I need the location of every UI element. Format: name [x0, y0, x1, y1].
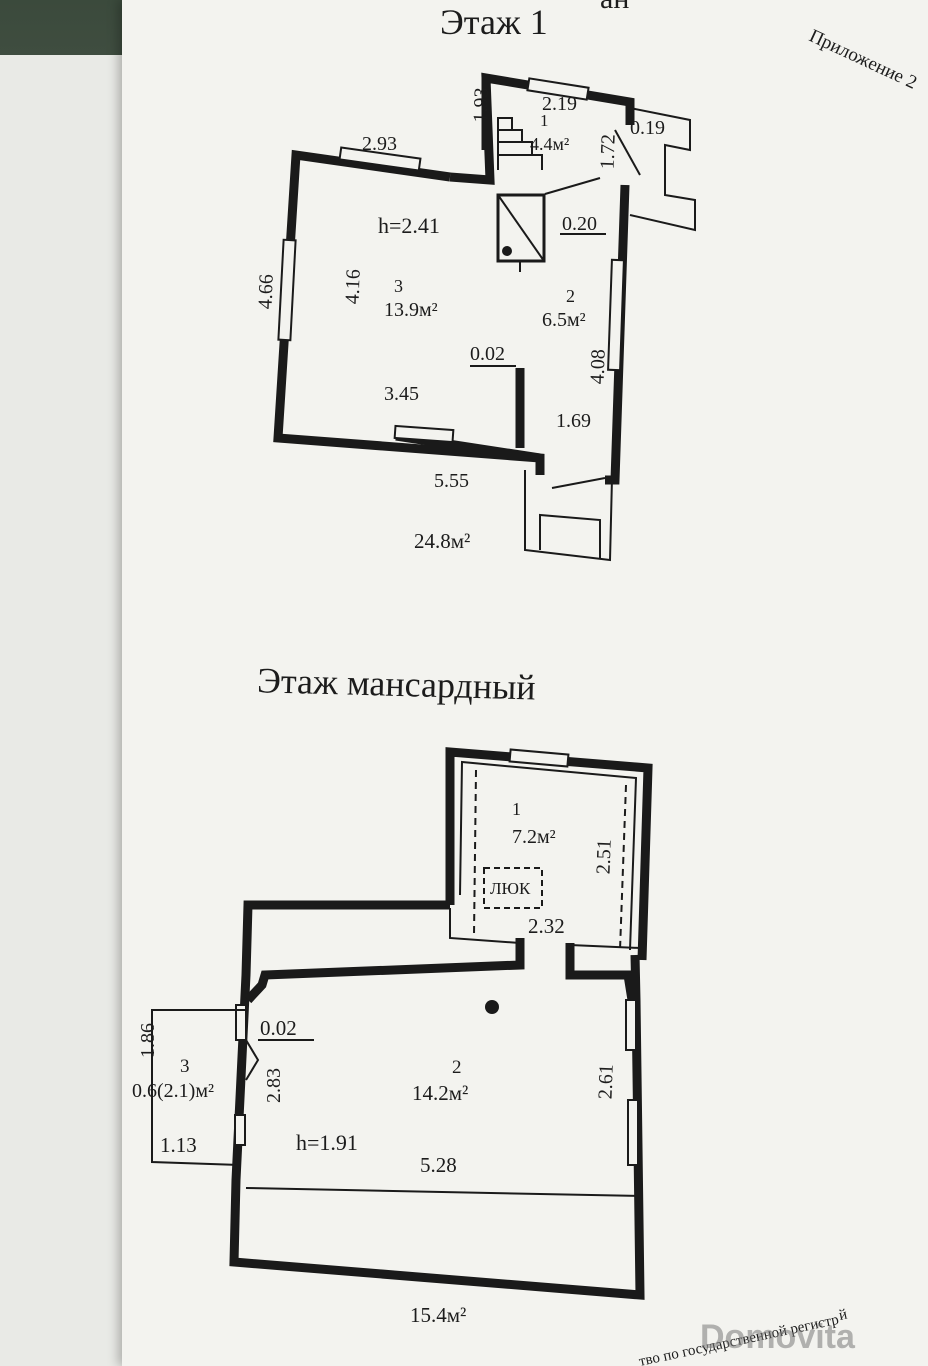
dim-2-32: 2.32 [528, 914, 565, 938]
attic-room2-number: 2 [452, 1057, 462, 1078]
watermark-logo: Domovita [700, 1318, 855, 1356]
dim-0-02-attic: 0.02 [260, 1016, 297, 1040]
attic-height: h=1.91 [296, 1130, 358, 1155]
footer-fragment-2: й [838, 1307, 849, 1324]
attic-title: Этаж мансардный [257, 660, 536, 707]
attic-room3-area: 0.6(2.1)м² [132, 1080, 214, 1102]
attic-plan [151, 747, 653, 1300]
floor1-plan [273, 72, 696, 562]
dim-2-61: 2.61 [595, 1064, 618, 1100]
dim-4-16: 4.16 [342, 269, 365, 305]
floor1-room2-area: 6.5м² [542, 309, 586, 331]
attic-room2-area: 14.2м² [412, 1081, 468, 1105]
attic-room3-number: 3 [180, 1056, 190, 1077]
dim-1-13: 1.13 [160, 1133, 197, 1157]
dim-2-83: 2.83 [263, 1068, 285, 1103]
dim-5-55: 5.55 [434, 470, 469, 492]
dim-1-72: 1.72 [597, 134, 620, 170]
dim-0-19: 0.19 [630, 117, 665, 139]
dim-4-66: 4.66 [255, 274, 278, 310]
attic-room1-area: 7.2м² [512, 826, 556, 848]
dim-0-20: 0.20 [562, 213, 597, 235]
dim-2-51: 2.51 [593, 839, 616, 875]
dim-3-45: 3.45 [384, 383, 419, 405]
appendix-label: Приложение 2 [806, 25, 920, 93]
floor1-room2-number: 2 [566, 286, 575, 306]
dim-1-86: 1.86 [137, 1023, 159, 1058]
dim-0-02-floor1: 0.02 [470, 343, 505, 365]
floor1-total-area: 24.8м² [414, 529, 470, 553]
floor1-room3-area: 13.9м² [384, 299, 438, 321]
attic-room1-number: 1 [512, 799, 521, 819]
dim-1-69: 1.69 [556, 410, 591, 432]
floor1-title: Этаж 1 [440, 2, 548, 42]
floor1-height: h=2.41 [378, 213, 440, 238]
dim-1-93: 1.93 [470, 87, 493, 123]
dim-4-08: 4.08 [587, 349, 610, 385]
dim-2-93: 2.93 [362, 133, 397, 155]
dim-2-19: 2.19 [542, 93, 577, 115]
header-fragment: ан [600, 0, 629, 15]
floor1-room1-number: 1 [540, 111, 549, 130]
dim-5-28: 5.28 [420, 1153, 457, 1177]
hatch-label: ЛЮК [490, 879, 531, 898]
floor1-room1-area: 4.4м² [530, 134, 569, 154]
attic-total-area: 15.4м² [410, 1303, 466, 1327]
floor1-room3-number: 3 [394, 276, 403, 296]
